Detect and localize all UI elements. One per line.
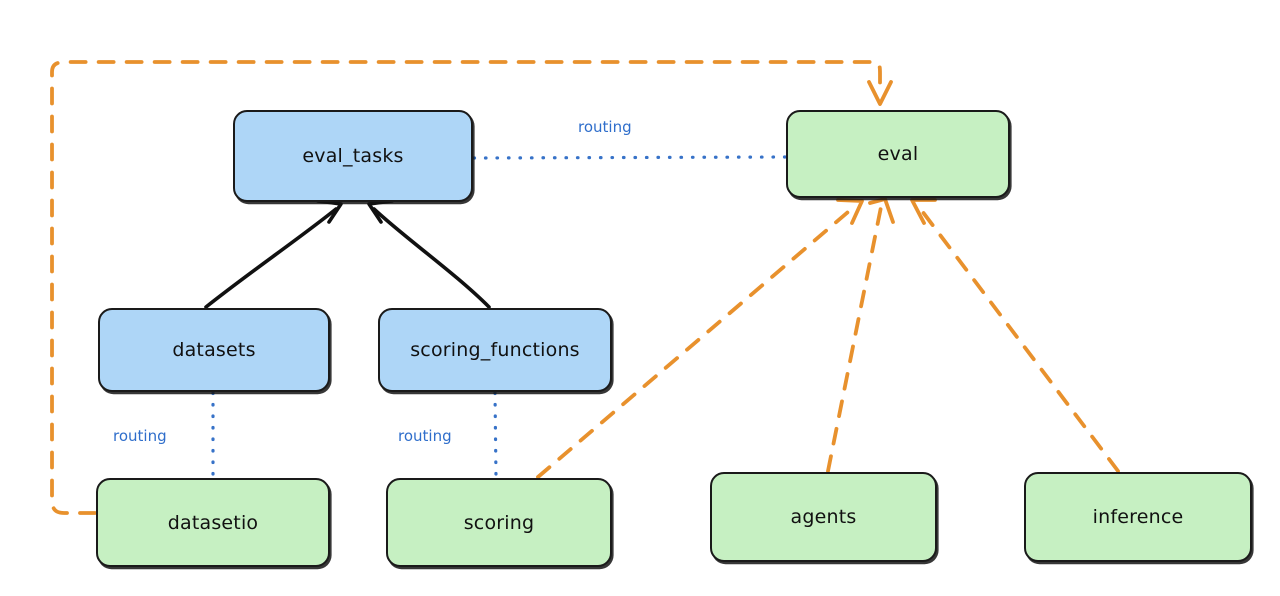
edge-label-routing-eval-tasks: routing: [578, 118, 632, 136]
edge-inference-eval: [910, 198, 1120, 473]
node-agents[interactable]: agents: [710, 472, 937, 562]
node-label: eval: [877, 143, 919, 165]
edge-datasets-eval_tasks: [204, 199, 343, 309]
edge-scoring_functions-eval_tasks: [367, 199, 491, 309]
node-label: scoring_functions: [410, 339, 580, 361]
node-label: eval_tasks: [302, 145, 404, 167]
node-label: agents: [790, 506, 857, 528]
edge-label-routing-scoring-functions: routing: [398, 427, 452, 445]
node-datasetio[interactable]: datasetio: [96, 478, 330, 567]
edge-scoring-eval: [536, 198, 864, 479]
node-inference[interactable]: inference: [1024, 472, 1252, 562]
edge-label-routing-datasets: routing: [113, 427, 167, 445]
edge-agents-eval: [826, 197, 895, 473]
node-label: datasetio: [167, 511, 259, 534]
node-label: inference: [1092, 506, 1184, 528]
node-label: datasets: [172, 339, 256, 361]
node-label: scoring: [463, 511, 535, 534]
node-eval-tasks[interactable]: eval_tasks: [233, 110, 473, 202]
node-eval[interactable]: eval: [786, 110, 1010, 198]
edge-datasetio-eval: [50, 60, 893, 515]
node-scoring[interactable]: scoring: [386, 478, 612, 567]
edge-scoring_functions-scoring: [493, 391, 498, 479]
node-scoring-functions[interactable]: scoring_functions: [378, 308, 612, 392]
edge-eval_tasks-eval: [472, 155, 787, 160]
node-datasets[interactable]: datasets: [98, 308, 330, 392]
